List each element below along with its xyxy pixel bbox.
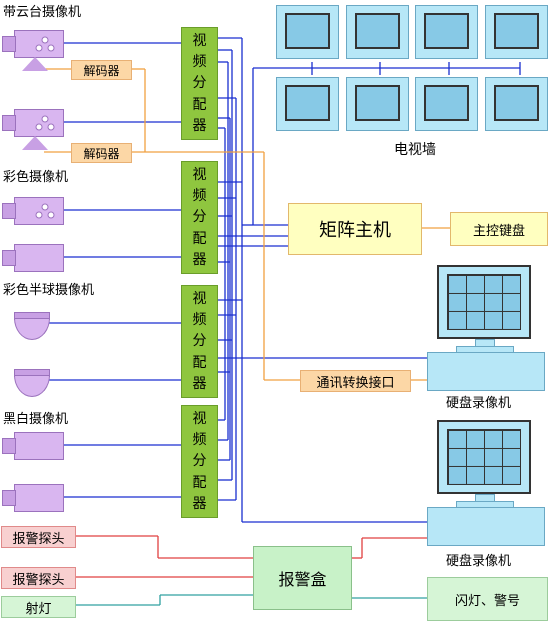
wall-monitor <box>346 77 409 131</box>
dvr-2-unit <box>427 507 545 546</box>
wall-monitor <box>485 77 548 131</box>
main-keyboard: 主控键盘 <box>450 212 548 246</box>
camera-icon <box>35 203 55 219</box>
camera-lens <box>2 490 16 506</box>
splitter-char: 视 <box>192 410 207 427</box>
dvr-1-label: 硬盘录像机 <box>446 396 512 411</box>
wall-monitor <box>415 77 478 131</box>
splitter-char: 分 <box>192 209 207 226</box>
camera-lens <box>2 203 16 219</box>
dvr-2-label: 硬盘录像机 <box>446 554 512 569</box>
alarm-probe-1: 报警探头 <box>1 526 76 548</box>
splitter-char: 器 <box>192 118 207 135</box>
decoder-1: 解码器 <box>71 60 132 80</box>
splitter-char: 频 <box>192 54 207 71</box>
color-camera-label: 彩色摄像机 <box>3 170 69 185</box>
splitter-char: 配 <box>192 96 207 113</box>
wall-monitor <box>346 5 409 59</box>
splitter-char: 器 <box>192 252 207 269</box>
dvr-1-monitor <box>437 265 531 339</box>
video-splitter-3: 视 频 分 配 器 <box>181 285 218 398</box>
alarm-probe-2: 报警探头 <box>1 567 76 589</box>
ptz-camera-2 <box>14 109 64 137</box>
pan-tilt-mount <box>22 57 48 71</box>
alarm-box: 报警盒 <box>253 546 352 610</box>
pan-tilt-mount <box>22 136 48 150</box>
comm-converter: 通讯转换接口 <box>300 370 411 392</box>
camera-lens <box>2 250 16 266</box>
camera-lens <box>2 438 16 454</box>
splitter-char: 视 <box>192 290 207 307</box>
splitter-char: 分 <box>192 453 207 470</box>
bw-camera-label: 黑白摄像机 <box>3 412 69 427</box>
ptz-camera-1 <box>14 30 64 58</box>
dvr-1-unit <box>427 352 545 391</box>
splitter-char: 频 <box>192 432 207 449</box>
flash-alarm-siren: 闪灯、警号 <box>427 577 548 621</box>
splitter-char: 频 <box>192 312 207 329</box>
splitter-char: 频 <box>192 188 207 205</box>
ptz-camera-label: 带云台摄像机 <box>3 5 82 20</box>
splitter-char: 视 <box>192 32 207 49</box>
splitter-char: 分 <box>192 75 207 92</box>
wall-monitor <box>485 5 548 59</box>
color-camera-1 <box>14 197 64 225</box>
dvr-screen-grid <box>447 274 521 330</box>
color-camera-2 <box>14 244 64 272</box>
camera-lens <box>2 115 16 131</box>
decoder-2: 解码器 <box>71 143 132 163</box>
splitter-char: 配 <box>192 354 207 371</box>
wall-monitor <box>276 77 339 131</box>
splitter-char: 器 <box>192 376 207 393</box>
video-splitter-1: 视 频 分 配 器 <box>181 27 218 140</box>
color-dome-label: 彩色半球摄像机 <box>3 283 95 298</box>
splitter-char: 器 <box>192 496 207 513</box>
bw-camera-2 <box>14 484 64 512</box>
spotlight: 射灯 <box>1 596 76 618</box>
splitter-char: 分 <box>192 333 207 350</box>
wall-monitor <box>415 5 478 59</box>
dvr-screen-grid <box>447 429 521 485</box>
camera-icon <box>35 36 55 52</box>
splitter-char: 配 <box>192 474 207 491</box>
video-wall-label: 电视墙 <box>394 142 436 158</box>
splitter-char: 视 <box>192 166 207 183</box>
video-splitter-4: 视 频 分 配 器 <box>181 405 218 518</box>
video-splitter-2: 视 频 分 配 器 <box>181 161 218 274</box>
splitter-char: 配 <box>192 230 207 247</box>
camera-lens <box>2 36 16 52</box>
camera-icon <box>35 115 55 131</box>
wall-monitor <box>276 5 339 59</box>
bw-camera-1 <box>14 432 64 460</box>
dvr-2-monitor <box>437 420 531 494</box>
matrix-host: 矩阵主机 <box>288 203 422 255</box>
